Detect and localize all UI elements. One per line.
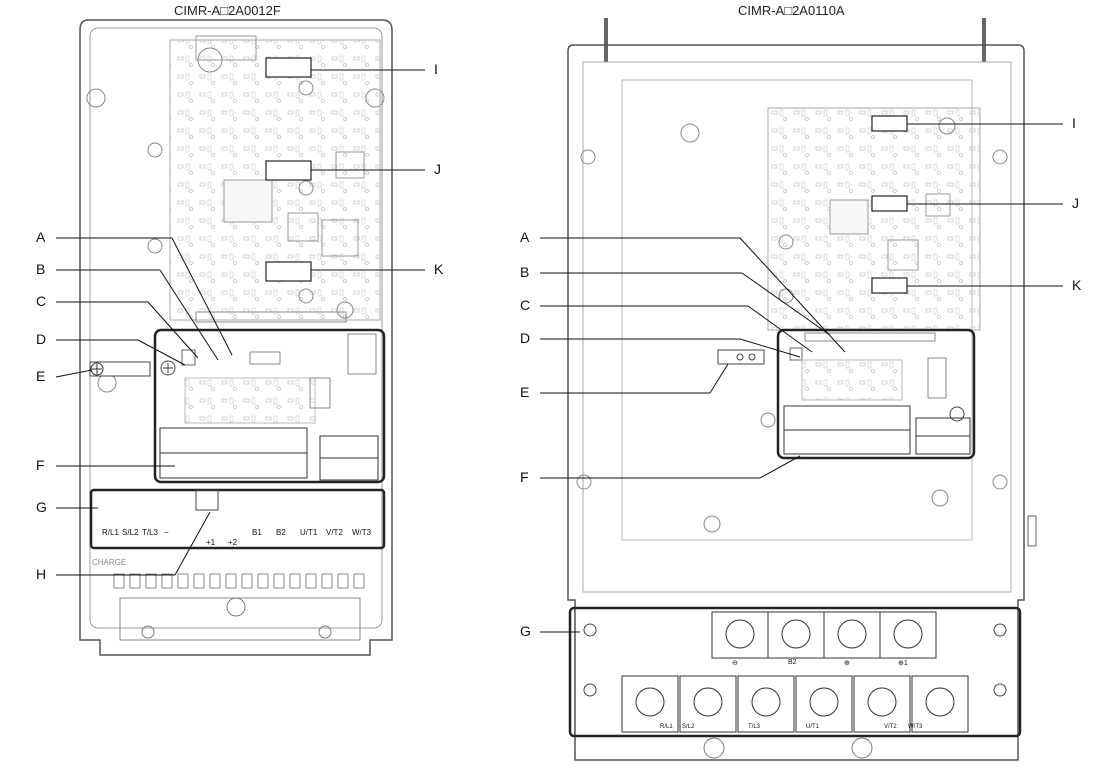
rterm-plus: ⊕ <box>844 660 850 667</box>
right-label-k: K <box>1072 277 1082 293</box>
right-label-j: J <box>1072 195 1079 211</box>
term-b2: B2 <box>276 528 286 537</box>
term-b1: B1 <box>252 528 262 537</box>
term-sl2: S/L2 <box>122 528 139 537</box>
rterm-vt2: V/T2 <box>884 724 897 730</box>
left-control-terminals <box>159 427 379 481</box>
left-label-k: K <box>434 261 444 277</box>
term-plus1: +1 <box>206 538 216 547</box>
left-label-f: F <box>36 457 45 473</box>
term-ut1: U/T1 <box>300 528 318 537</box>
right-label-g: G <box>520 623 531 639</box>
left-label-c: C <box>36 293 47 309</box>
left-label-g: G <box>36 499 47 515</box>
term-tl3: T/L3 <box>142 528 159 537</box>
term-rl1: R/L1 <box>102 528 119 537</box>
left-terminal-labels: R/L1 S/L2 T/L3 − B1 B2 U/T1 V/T2 W/T3 +1… <box>100 528 382 547</box>
left-label-j: J <box>434 161 441 177</box>
left-label-d: D <box>36 331 47 347</box>
right-label-f: F <box>520 469 529 485</box>
rterm-minus: ⊖ <box>732 660 738 667</box>
left-drive <box>79 19 393 656</box>
right-terminal-bottom-labels: R/L1 S/L2 T/L3 U/T1 V/T2 W/T3 <box>622 724 968 734</box>
rterm-rl1: R/L1 <box>660 724 673 730</box>
term-minus: − <box>164 528 169 537</box>
left-label-e: E <box>36 368 46 384</box>
rterm-plus1: ⊕1 <box>898 660 908 667</box>
rterm-ut1: U/T1 <box>806 724 820 730</box>
left-model-title: CIMR-A□2A0012F <box>174 3 281 18</box>
right-label-e: E <box>520 384 530 400</box>
rterm-tl3: T/L3 <box>748 724 761 730</box>
right-label-c: C <box>520 297 531 313</box>
right-main-terminals <box>621 611 969 733</box>
right-drive <box>567 18 1037 761</box>
charge-label: CHARGE <box>92 558 127 567</box>
right-model-title: CIMR-A□2A0110A <box>738 3 845 18</box>
rterm-wt3: W/T3 <box>908 724 923 730</box>
left-label-b: B <box>36 261 46 277</box>
rterm-sl2: S/L2 <box>682 724 695 730</box>
rterm-b2: B2 <box>788 659 797 666</box>
right-label-b: B <box>520 264 530 280</box>
term-vt2: V/T2 <box>326 528 343 537</box>
right-label-i: I <box>1072 115 1076 131</box>
right-terminal-top-labels: ⊖ B2 ⊕ ⊕1 <box>712 659 936 671</box>
term-plus2: +2 <box>228 538 238 547</box>
left-label-i: I <box>434 61 438 77</box>
right-label-d: D <box>520 330 531 346</box>
right-label-a: A <box>520 229 530 245</box>
left-label-h: H <box>36 566 47 582</box>
left-label-a: A <box>36 229 46 245</box>
left-leader-lines <box>55 69 425 576</box>
right-leader-lines <box>540 123 1063 633</box>
term-wt3: W/T3 <box>352 528 372 537</box>
